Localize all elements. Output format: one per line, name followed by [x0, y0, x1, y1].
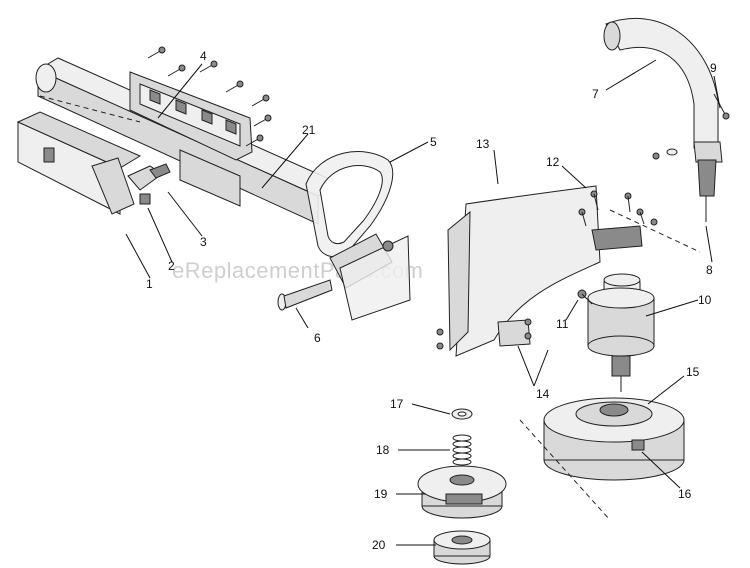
gear-head [587, 273, 655, 392]
part-callouts: 1 2 3 4 5 6 7 8 9 10 11 12 13 14 15 16 1… [146, 49, 717, 552]
drive-shaft [697, 159, 717, 222]
spool [417, 465, 507, 519]
bump-knob [433, 530, 491, 565]
housing-half [129, 71, 253, 161]
lower-shaft-housing [16, 111, 142, 215]
washer [451, 408, 473, 420]
callout-12: 12 [546, 155, 560, 169]
callout-9: 9 [710, 61, 717, 75]
leader-lines [125, 59, 721, 546]
callout-20: 20 [372, 538, 386, 552]
callout-8: 8 [706, 263, 713, 277]
handle-bolt [277, 279, 333, 311]
debris-shield [447, 185, 643, 357]
callout-14: 14 [536, 387, 550, 401]
throttle-trigger [127, 163, 171, 191]
callout-6: 6 [314, 331, 321, 345]
callout-15: 15 [686, 365, 700, 379]
shield-screws [578, 190, 658, 227]
callout-11: 11 [556, 317, 569, 331]
housing-screws [147, 46, 272, 147]
gear-head-screw [577, 289, 593, 305]
callout-19: 19 [374, 487, 388, 501]
callout-17: 17 [390, 397, 404, 411]
callout-21: 21 [302, 123, 316, 137]
callout-7: 7 [592, 87, 599, 101]
callout-10: 10 [698, 293, 712, 307]
callout-18: 18 [376, 443, 390, 457]
trimmer-head-housing [543, 397, 685, 481]
callout-5: 5 [430, 135, 437, 149]
loop-handle [305, 151, 411, 321]
callout-2: 2 [168, 259, 175, 273]
eyelet [631, 439, 645, 451]
curved-drive-tube [603, 18, 723, 163]
shield-bracket-screws [436, 318, 532, 350]
callout-13: 13 [476, 137, 490, 151]
clamp-screw [652, 93, 730, 160]
assembly-guide-lines [39, 95, 701, 521]
spring [452, 434, 472, 466]
callout-16: 16 [678, 487, 692, 501]
spring-nut [139, 193, 151, 205]
callout-1: 1 [146, 277, 153, 291]
callout-3: 3 [200, 235, 207, 249]
callout-4: 4 [200, 49, 207, 63]
